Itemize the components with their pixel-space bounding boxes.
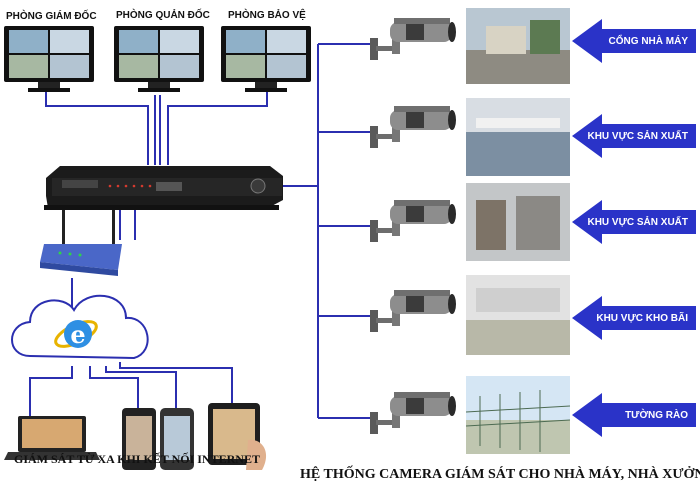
monitor-foreman <box>114 26 204 92</box>
cctv-camera-icon <box>370 106 456 148</box>
remote-monitoring-label: GIÁM SÁT TỪ XA KHI KẾT NỐI INTERNET <box>14 452 260 467</box>
zone-label-warehouse: KHU VỰC KHO BÃI <box>596 313 696 324</box>
cctv-camera-icon <box>370 392 456 434</box>
connection-lines <box>30 44 374 418</box>
monitor-security <box>221 26 311 92</box>
zone-arrow-production-2: KHU VỰC SẢN XUẤT <box>572 200 696 244</box>
zone-label-production-2: KHU VỰC SẢN XUẤT <box>587 217 696 228</box>
zone-photo-fence <box>466 376 570 454</box>
dvr-recorder-icon <box>44 166 283 210</box>
zone-label-production-1: KHU VỰC SẢN XUẤT <box>587 131 696 142</box>
zone-label-fence: TƯỜNG RÀO <box>625 410 696 421</box>
zone-arrow-production-1: KHU VỰC SẢN XUẤT <box>572 114 696 158</box>
diagram-title: HỆ THỐNG CAMERA GIÁM SÁT CHO NHÀ MÁY, NH… <box>300 467 700 483</box>
zone-photo-gate <box>466 8 570 84</box>
zone-photo-production-1 <box>466 98 570 176</box>
internet-cloud-icon: e <box>12 296 148 358</box>
monitor-director <box>4 26 94 92</box>
cctv-camera-icon <box>370 18 456 60</box>
cctv-camera-icon <box>370 200 456 242</box>
zone-arrow-warehouse: KHU VỰC KHO BÃI <box>572 296 696 340</box>
zone-arrow-gate: CỔNG NHÀ MÁY <box>572 19 696 63</box>
room-label-security: PHÒNG BẢO VỆ <box>228 10 306 21</box>
zone-arrow-fence: TƯỜNG RÀO <box>572 393 696 437</box>
zone-photo-warehouse <box>466 275 570 355</box>
svg-text:e: e <box>70 320 85 349</box>
room-label-foreman: PHÒNG QUẢN ĐỐC <box>116 10 210 21</box>
cctv-camera-icon <box>370 290 456 332</box>
room-label-director: PHÒNG GIÁM ĐỐC <box>6 11 97 22</box>
wifi-router-icon <box>40 210 122 276</box>
zone-photo-production-2 <box>466 183 570 261</box>
zone-label-gate: CỔNG NHÀ MÁY <box>609 36 696 47</box>
